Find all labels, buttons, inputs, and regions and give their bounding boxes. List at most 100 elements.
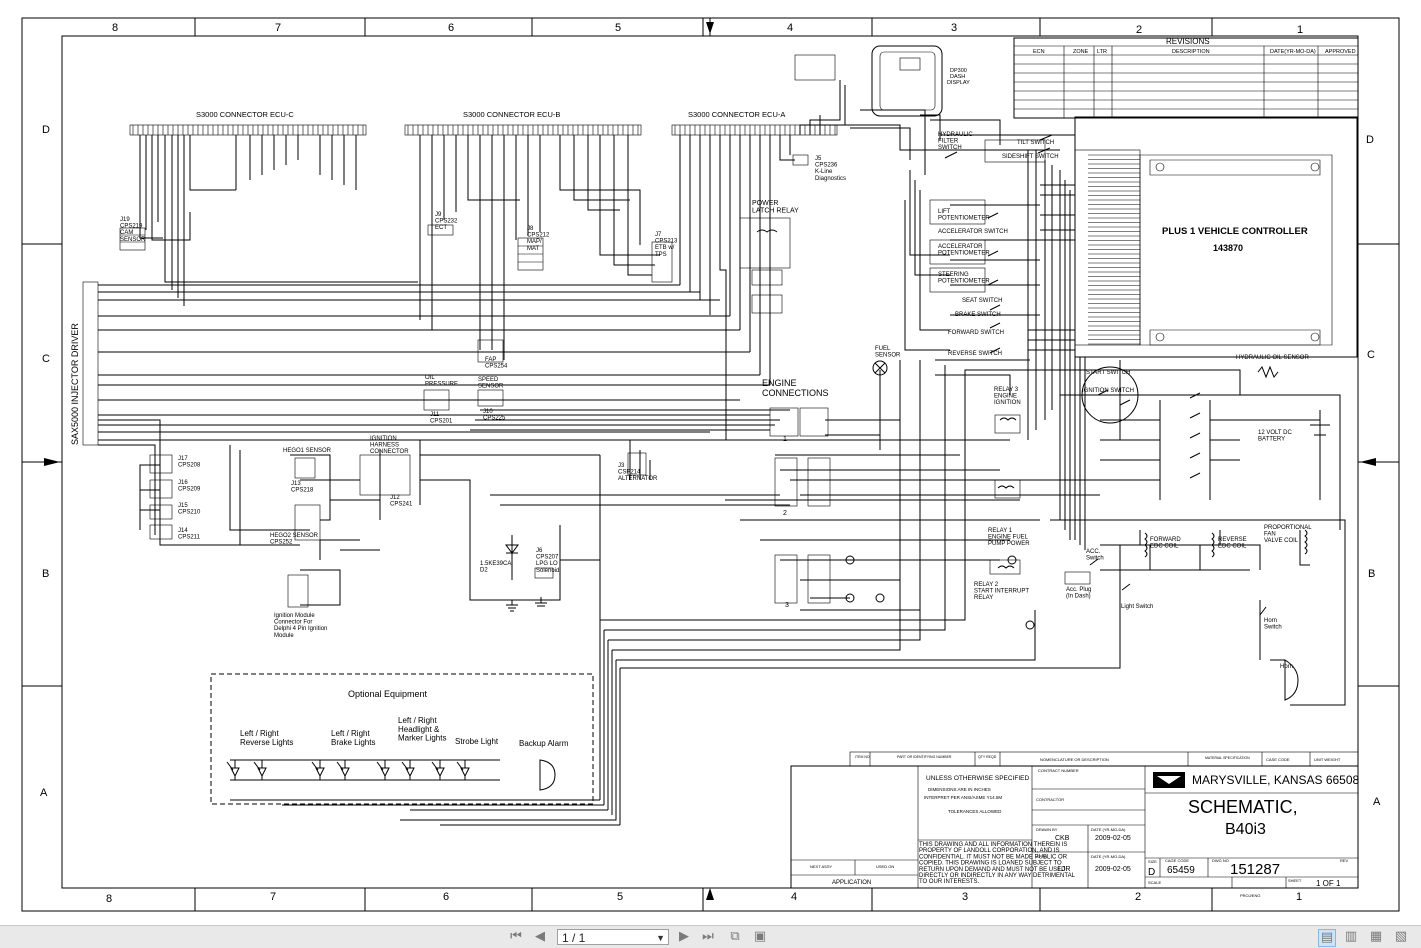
ecu-a-connector: S3000 CONNECTOR ECU-A [671, 110, 838, 136]
approved-label: APPD. [1036, 854, 1048, 859]
first-page-icon[interactable]: ⏮ [510, 929, 522, 944]
viewer-toolbar: ⏮ ◀ 1 / 1 ▼ ▶ ⏭ ⧉ ▣ ▤ ▥ ▦ ▧ [0, 925, 1421, 948]
size-label: SIZE [1148, 859, 1157, 864]
zone-row-left-d: D [42, 124, 50, 136]
sheet-label: SHEET [1288, 878, 1302, 883]
zone-col-top-6: 6 [448, 22, 454, 34]
zone-row-right-a: A [1373, 796, 1381, 808]
sheet-value: 1 OF 1 [1316, 879, 1341, 888]
rotate-icon[interactable]: ⧉ [730, 929, 740, 944]
label-conn-3: 3 [785, 602, 789, 609]
two-page-continuous-icon[interactable]: ▧ [1394, 929, 1408, 944]
zone-col-top-7: 7 [275, 22, 281, 34]
tolerances-note: TOLERANCES ALLOWED [948, 809, 1002, 814]
approved-by: LJR [1058, 866, 1070, 873]
zone-col-bottom-5: 5 [617, 891, 623, 903]
zone-col-top-1: 1 [1297, 24, 1303, 36]
plus1-title: PLUS 1 VEHICLE CONTROLLER [1162, 226, 1308, 237]
label-conn-1: 1 [783, 436, 787, 443]
rev-col-ecn: ECN [1033, 49, 1045, 55]
approved-date: 2009-02-05 [1095, 866, 1131, 873]
cage-code: 65459 [1167, 865, 1195, 876]
zone-col-bottom-2: 2 [1135, 891, 1141, 903]
zone-row-right-c: C [1367, 349, 1375, 361]
zone-labels: 8 7 6 5 4 3 2 1 8 7 6 5 4 3 2 1 D C B A … [40, 22, 1381, 905]
used-on-label: USED ON [876, 864, 894, 869]
drawn-date: 2009-02-05 [1095, 835, 1131, 842]
label-hego1: HEGO1 SENSOR [283, 448, 332, 454]
next-page-icon[interactable]: ▶ [679, 929, 689, 944]
label-acc-switch: ACCELERATOR SWITCH [938, 229, 1008, 235]
next-assy-label: NEXT ASSY [810, 864, 832, 869]
fit-icon[interactable]: ▣ [753, 929, 767, 944]
drawing-title-line1: SCHEMATIC, [1188, 797, 1298, 817]
two-page-icon[interactable]: ▦ [1369, 929, 1383, 944]
continuous-icon[interactable]: ▥ [1344, 929, 1358, 944]
prev-page-icon[interactable]: ◀ [535, 929, 545, 944]
svg-text:S3000 CONNECTOR ECU-C: S3000 CONNECTOR ECU-C [196, 110, 294, 119]
page-selector[interactable]: 1 / 1 ▼ [557, 929, 669, 945]
rev-label: REV [1340, 858, 1349, 863]
label-light-switch: Light Switch [1121, 604, 1153, 610]
last-page-icon[interactable]: ⏭ [702, 929, 714, 944]
label-seat-switch: SEAT SWITCH [962, 298, 1002, 304]
cage-label: CAGE CODE [1165, 858, 1189, 863]
wiring-harness [98, 80, 1346, 826]
rev-col-date: DATE(YR-MO-DA) [1270, 49, 1316, 55]
hdr-item: ITEM NO [855, 755, 870, 759]
contractor-label: CONTRACTOR [1036, 797, 1064, 802]
zone-col-top-2: 2 [1136, 24, 1142, 36]
rev-col-ltr: LTR [1097, 49, 1107, 55]
zone-col-bottom-8: 8 [106, 893, 112, 905]
zone-row-left-c: C [42, 353, 50, 365]
contract-label: CONTRACT NUMBER [1038, 768, 1079, 773]
plus1-number: 143870 [1213, 243, 1243, 253]
optional-equipment-box [210, 673, 594, 805]
hdr-material: MATERIAL SPECIFICATION [1205, 756, 1250, 760]
drawn-by-label: DRAWN BY [1036, 827, 1058, 832]
label-forward-switch: FORWARD SWITCH [948, 330, 1004, 336]
rev-col-zone: ZONE [1073, 49, 1089, 55]
hdr-unit-weight: UNIT WEIGHT [1314, 757, 1341, 762]
dimensions-note: DIMENSIONS ARE IN INCHES [928, 787, 991, 792]
hdr-qty: QTY REQD [978, 755, 997, 759]
chevron-down-icon[interactable]: ▼ [656, 933, 665, 943]
drawn-by: CKB [1055, 835, 1070, 842]
label-hyd-oil-sensor: HYDRAULIC OIL SENSOR [1236, 355, 1309, 361]
zone-col-bottom-6: 6 [443, 891, 449, 903]
drawing-number: 151287 [1230, 861, 1280, 878]
label-acc-plug: Acc. Plug(In Dash) [1066, 587, 1091, 600]
label-brake-switch: BRAKE SWITCH [955, 312, 1001, 318]
label-sideshift-switch: SIDESHIFT SWITCH [1002, 154, 1059, 160]
approved-date-label: DATE (YR-MO-DA) [1091, 854, 1126, 859]
svg-text:S3000 CONNECTOR ECU-A: S3000 CONNECTOR ECU-A [688, 110, 785, 119]
single-page-icon[interactable]: ▤ [1318, 929, 1336, 947]
hdr-part: PART OR IDENTIFYING NUMBER [897, 755, 952, 759]
schematic-sheet: 8 7 6 5 4 3 2 1 8 7 6 5 4 3 2 1 D C B A … [21, 17, 1400, 912]
component-boxes [119, 139, 1091, 608]
rev-col-approved: APPROVED [1325, 49, 1356, 55]
unless-specified: UNLESS OTHERWISE SPECIFIED [926, 775, 1029, 782]
